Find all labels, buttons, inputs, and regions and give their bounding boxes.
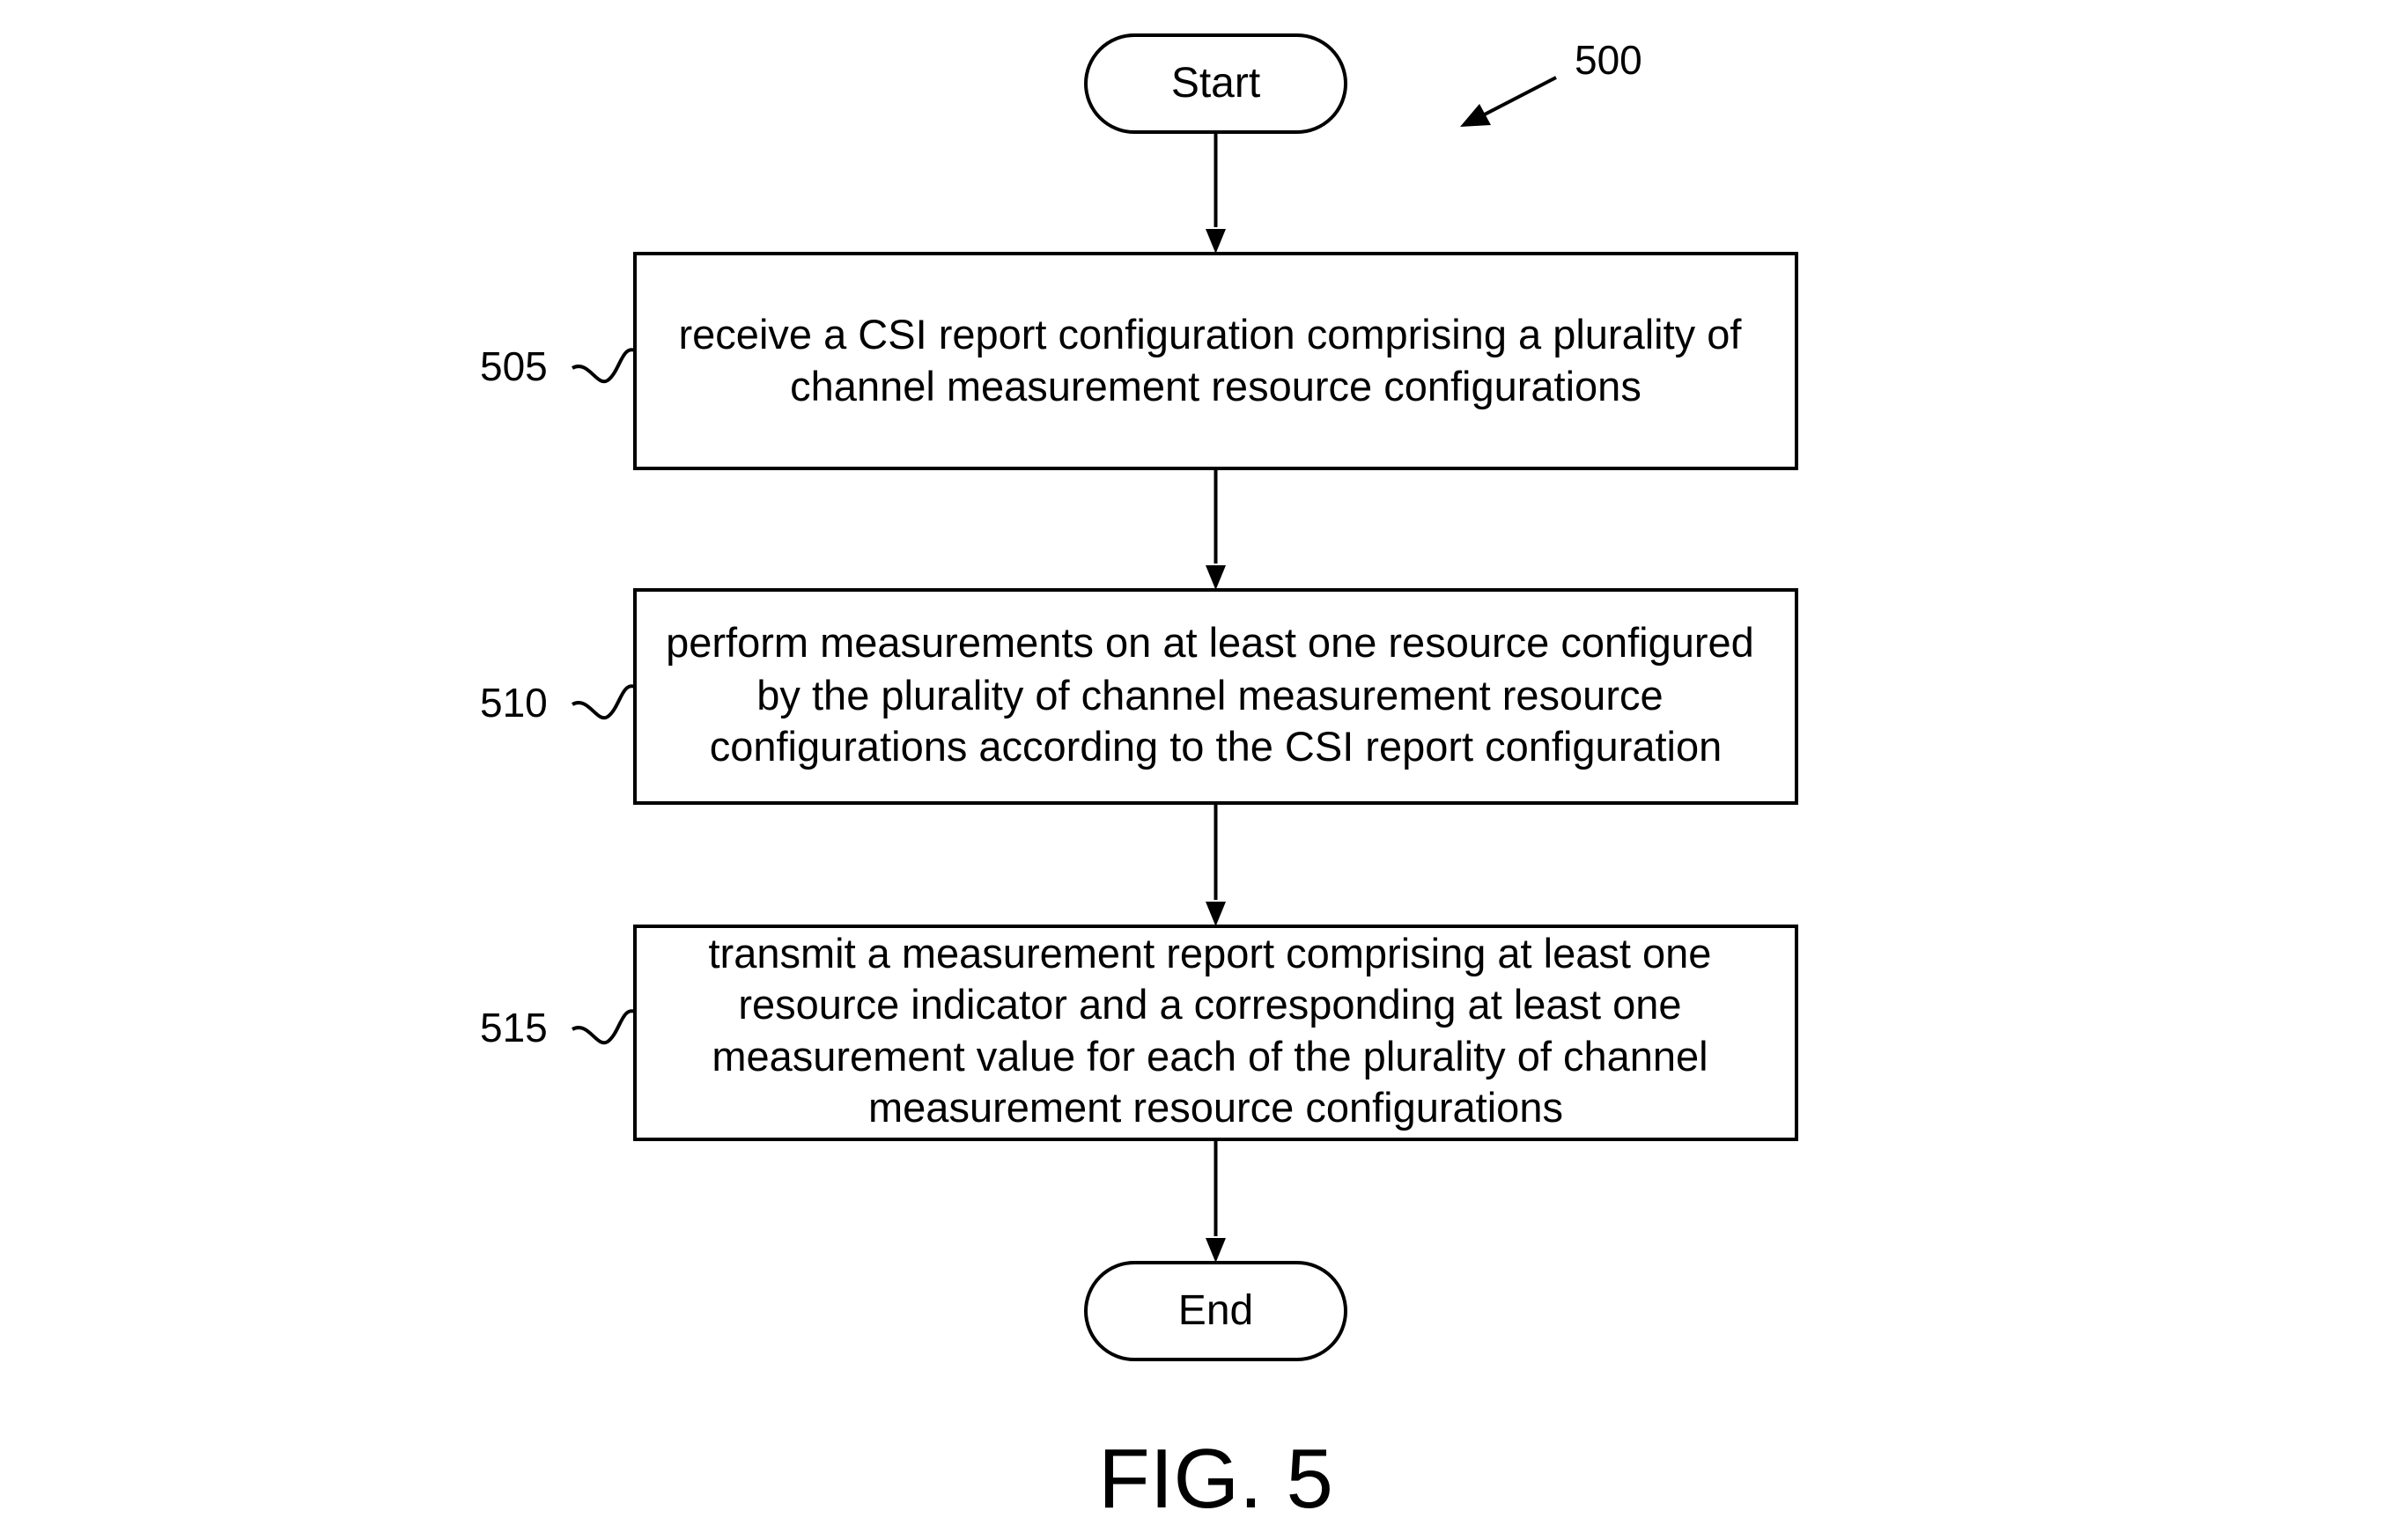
step-505-ref-label: 505 <box>480 343 548 389</box>
arrowhead-icon <box>1206 565 1226 590</box>
step-510-box <box>633 588 1798 805</box>
step-515-ref-label: 515 <box>480 1005 548 1050</box>
arrowhead-icon <box>1206 1238 1226 1263</box>
start-label: Start <box>1171 60 1260 107</box>
step-515-line-3: measurement value for each of the plural… <box>712 1033 1708 1079</box>
step-510-line-2: by the plurality of channel measurement … <box>756 672 1663 718</box>
figure-caption: FIG. 5 <box>1098 1432 1333 1526</box>
figure-pointer-arrow-line <box>1479 76 1557 119</box>
figure-number-label: 500 <box>1575 37 1642 83</box>
step-515-line-4: measurement resource configurations <box>868 1084 1563 1131</box>
step-510-line-3: configurations according to the CSI repo… <box>710 723 1723 770</box>
arrowhead-icon <box>1206 229 1226 254</box>
step-510-line-1: perform measurements on at least one res… <box>666 619 1754 666</box>
arrowhead-icon <box>1206 902 1226 926</box>
step-505-line-2: channel measurement resource configurati… <box>790 363 1641 409</box>
step-505-ref-squiggle <box>572 348 636 384</box>
end-terminal <box>1084 1261 1347 1361</box>
end-label: End <box>1178 1287 1253 1334</box>
step-515-ref-squiggle <box>572 1009 636 1045</box>
step-515-box <box>633 925 1798 1141</box>
step-505-line-1: receive a CSI report configuration compr… <box>679 311 1743 357</box>
figure-pointer-arrow-icon <box>1460 104 1491 127</box>
step-510-ref-squiggle <box>572 684 636 720</box>
step-505-text: receive a CSI report configuration compr… <box>679 311 1753 409</box>
step-505-box <box>633 252 1798 470</box>
step-510-text: perform measurements on at least one res… <box>666 619 1766 770</box>
step-515-text: transmit a measurement report comprising… <box>708 930 1723 1131</box>
step-515-line-2: resource indicator and a corresponding a… <box>738 981 1681 1028</box>
step-515-line-1: transmit a measurement report comprising… <box>708 930 1711 976</box>
step-510-ref-label: 510 <box>480 680 548 726</box>
